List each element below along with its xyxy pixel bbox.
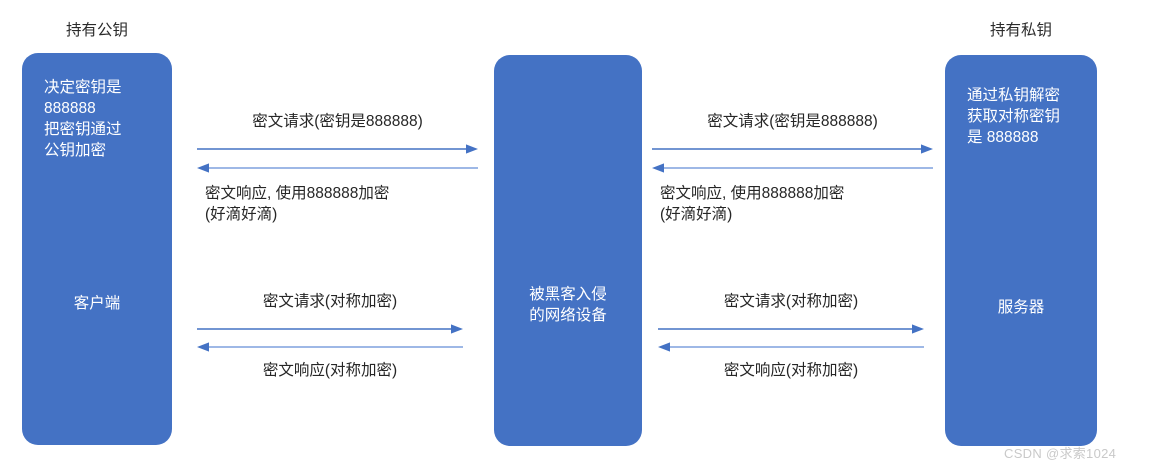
node-client[interactable]: 决定密钥是 888888 把密钥通过 公钥加密 客户端 bbox=[22, 53, 172, 445]
caption-left-public-key: 持有公钥 bbox=[65, 22, 128, 39]
caption-right-private-key: 持有私钥 bbox=[989, 22, 1052, 39]
node-compromised-device-label: 被黑客入侵 的网络设备 bbox=[529, 286, 607, 324]
arrow-left-bottom-request bbox=[197, 323, 463, 335]
node-client-detail: 决定密钥是 888888 把密钥通过 公钥加密 bbox=[44, 79, 122, 159]
csdn-watermark: CSDN @求索1024 bbox=[1004, 446, 1117, 461]
node-server-detail: 通过私钥解密 获取对称密钥 是 888888 bbox=[967, 87, 1061, 146]
label-left-bottom-response: 密文响应(对称加密) bbox=[262, 362, 398, 379]
node-server-label: 服务器 bbox=[997, 299, 1045, 316]
arrow-left-top-request bbox=[197, 143, 478, 155]
label-right-top-response: 密文响应, 使用888888加密 (好滴好滴) bbox=[660, 185, 845, 223]
label-right-bottom-request: 密文请求(对称加密) bbox=[723, 293, 859, 310]
arrow-right-bottom-response bbox=[658, 341, 924, 353]
node-client-label: 客户端 bbox=[73, 295, 121, 312]
arrow-left-bottom-response bbox=[197, 341, 463, 353]
node-compromised-device[interactable]: 被黑客入侵 的网络设备 bbox=[494, 55, 642, 446]
label-left-top-response: 密文响应, 使用888888加密 (好滴好滴) bbox=[205, 185, 390, 223]
label-right-bottom-response: 密文响应(对称加密) bbox=[723, 362, 859, 379]
arrow-left-top-response bbox=[197, 162, 478, 174]
label-left-bottom-request: 密文请求(对称加密) bbox=[262, 293, 398, 310]
arrow-right-top-request bbox=[652, 143, 933, 155]
node-server[interactable]: 通过私钥解密 获取对称密钥 是 888888 服务器 bbox=[945, 55, 1097, 446]
arrow-right-top-response bbox=[652, 162, 933, 174]
arrow-right-bottom-request bbox=[658, 323, 924, 335]
label-left-top-request: 密文请求(密钥是888888) bbox=[252, 113, 423, 130]
label-right-top-request: 密文请求(密钥是888888) bbox=[707, 113, 878, 130]
